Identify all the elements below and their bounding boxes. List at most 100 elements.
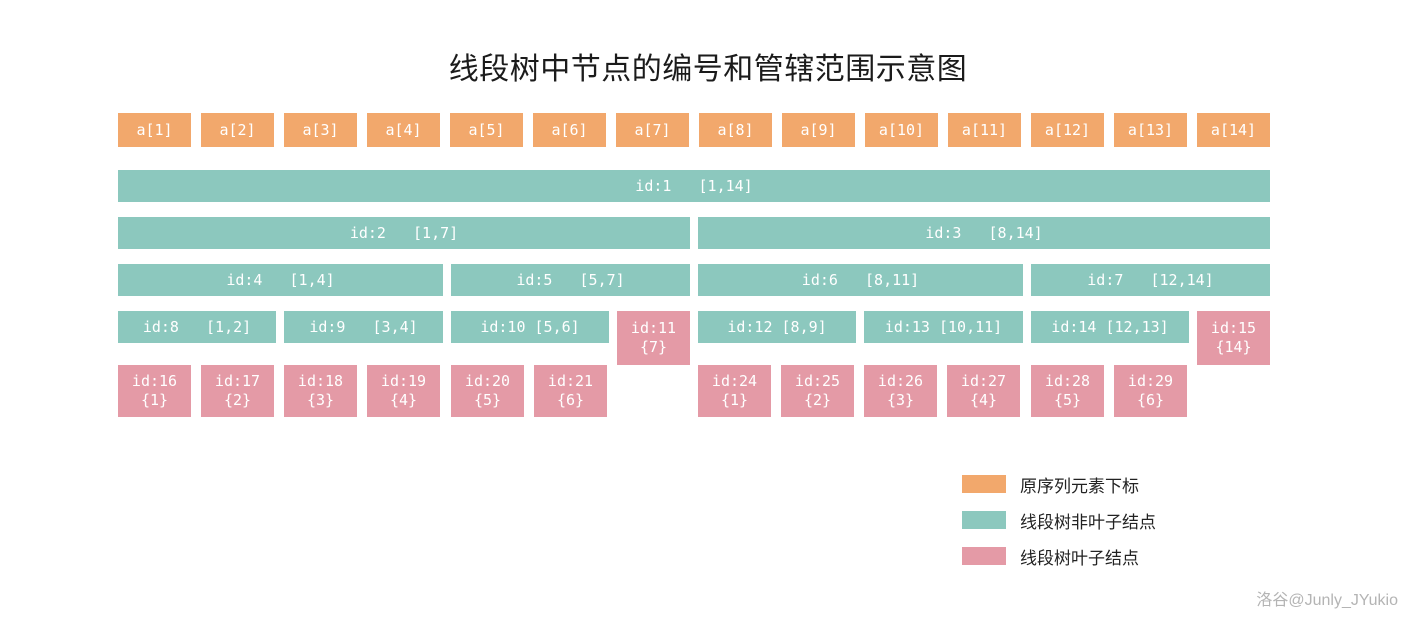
node-label-secondary: {4}: [969, 391, 998, 409]
node-label-primary: id:26: [877, 372, 924, 390]
legend-label: 线段树叶子结点: [1020, 548, 1139, 568]
tree-internal-node: id:2 [1,7]: [118, 217, 690, 249]
tree-internal-node: id:14 [12,13]: [1031, 311, 1189, 343]
index-cell-label: a[13]: [1127, 120, 1174, 139]
tree-internal-node: id:8 [1,2]: [118, 311, 276, 343]
node-label-secondary: {3}: [886, 391, 915, 409]
legend-swatch-internal: [962, 511, 1006, 529]
tree-leaf-node: id:25{2}: [781, 365, 854, 417]
index-cell-label: a[10]: [878, 120, 925, 139]
index-cell: a[12]: [1031, 113, 1104, 147]
legend-swatch-leaf: [962, 547, 1006, 565]
node-label-primary: id:25: [794, 372, 841, 390]
index-cell: a[11]: [948, 113, 1021, 147]
index-cell-label: a[14]: [1210, 120, 1257, 139]
node-label-secondary: {4}: [389, 391, 418, 409]
index-cell-label: a[2]: [219, 120, 256, 139]
node-label-secondary: {1}: [720, 391, 749, 409]
index-cell: a[5]: [450, 113, 523, 147]
node-label-primary: id:24: [711, 372, 758, 390]
node-label-secondary: {7}: [639, 338, 668, 356]
node-label-primary: id:21: [547, 372, 594, 390]
node-label-primary: id:29: [1127, 372, 1174, 390]
node-label-secondary: {1}: [140, 391, 169, 409]
legend-row: 原序列元素下标: [962, 468, 1156, 500]
node-label-primary: id:16: [131, 372, 178, 390]
tree-leaf-node: id:21{6}: [534, 365, 607, 417]
node-label-primary: id:11: [630, 319, 677, 337]
index-cell-label: a[1]: [136, 120, 173, 139]
node-label-primary: id:28: [1044, 372, 1091, 390]
index-cell-label: a[11]: [961, 120, 1008, 139]
node-label-primary: id:5 [5,7]: [516, 270, 625, 289]
index-cell: a[3]: [284, 113, 357, 147]
node-label-primary: id:4 [1,4]: [226, 270, 335, 289]
tree-internal-node: id:7 [12,14]: [1031, 264, 1270, 296]
tree-leaf-node: id:18{3}: [284, 365, 357, 417]
page-title: 线段树中节点的编号和管辖范围示意图: [448, 53, 968, 86]
index-cell-label: a[12]: [1044, 120, 1091, 139]
index-cell: a[8]: [699, 113, 772, 147]
node-label-primary: id:20: [464, 372, 511, 390]
index-cell: a[14]: [1197, 113, 1270, 147]
legend-label: 线段树非叶子结点: [1020, 512, 1156, 532]
tree-internal-node: id:3 [8,14]: [698, 217, 1270, 249]
node-label-secondary: {5}: [1053, 391, 1082, 409]
tree-leaf-node: id:15{14}: [1197, 311, 1270, 365]
tree-leaf-node: id:20{5}: [451, 365, 524, 417]
legend-swatch-index: [962, 475, 1006, 493]
tree-internal-node: id:13 [10,11]: [864, 311, 1023, 343]
node-label-primary: id:7 [12,14]: [1087, 270, 1214, 289]
index-cell-label: a[7]: [634, 120, 671, 139]
index-cell-label: a[4]: [385, 120, 422, 139]
index-cell: a[6]: [533, 113, 606, 147]
node-label-primary: id:6 [8,11]: [801, 270, 920, 289]
index-cell-label: a[8]: [717, 120, 754, 139]
index-cell: a[4]: [367, 113, 440, 147]
node-label-primary: id:8 [1,2]: [142, 317, 252, 336]
tree-leaf-node: id:27{4}: [947, 365, 1020, 417]
node-label-primary: id:19: [380, 372, 427, 390]
index-cell-label: a[9]: [800, 120, 837, 139]
index-cell: a[2]: [201, 113, 274, 147]
legend-row: 线段树非叶子结点: [962, 504, 1156, 536]
index-cell-label: a[6]: [551, 120, 588, 139]
legend: 原序列元素下标线段树非叶子结点线段树叶子结点: [962, 468, 1156, 576]
node-label-primary: id:2 [1,7]: [349, 223, 459, 242]
tree-internal-node: id:12 [8,9]: [698, 311, 856, 343]
tree-internal-node: id:10 [5,6]: [451, 311, 609, 343]
index-cell-label: a[5]: [468, 120, 505, 139]
node-label-secondary: {2}: [803, 391, 832, 409]
node-label-primary: id:12 [8,9]: [727, 317, 827, 336]
tree-leaf-node: id:16{1}: [118, 365, 191, 417]
legend-label: 原序列元素下标: [1020, 476, 1139, 496]
node-label-secondary: {5}: [473, 391, 502, 409]
tree-internal-node: id:9 [3,4]: [284, 311, 443, 343]
node-label-primary: id:17: [214, 372, 261, 390]
node-label-primary: id:9 [3,4]: [309, 317, 418, 336]
node-label-primary: id:27: [960, 372, 1007, 390]
tree-internal-node: id:1 [1,14]: [118, 170, 1270, 202]
watermark: 洛谷@Junly_JYukio: [1256, 592, 1398, 609]
node-label-secondary: {6}: [1136, 391, 1165, 409]
index-cell-label: a[3]: [302, 120, 339, 139]
node-label-primary: id:1 [1,14]: [635, 176, 753, 195]
node-label-secondary: {3}: [306, 391, 335, 409]
node-label-secondary: {14}: [1215, 338, 1252, 356]
node-label-primary: id:10 [5,6]: [480, 317, 580, 336]
tree-internal-node: id:5 [5,7]: [451, 264, 690, 296]
index-cell: a[13]: [1114, 113, 1187, 147]
tree-leaf-node: id:26{3}: [864, 365, 937, 417]
tree-internal-node: id:4 [1,4]: [118, 264, 443, 296]
index-cell: a[1]: [118, 113, 191, 147]
index-cell: a[9]: [782, 113, 855, 147]
index-cell: a[10]: [865, 113, 938, 147]
node-label-primary: id:15: [1210, 319, 1257, 337]
tree-leaf-node: id:29{6}: [1114, 365, 1187, 417]
tree-leaf-node: id:19{4}: [367, 365, 440, 417]
tree-leaf-node: id:11{7}: [617, 311, 690, 365]
node-label-primary: id:14 [12,13]: [1051, 317, 1169, 336]
tree-leaf-node: id:17{2}: [201, 365, 274, 417]
tree-internal-node: id:6 [8,11]: [698, 264, 1023, 296]
